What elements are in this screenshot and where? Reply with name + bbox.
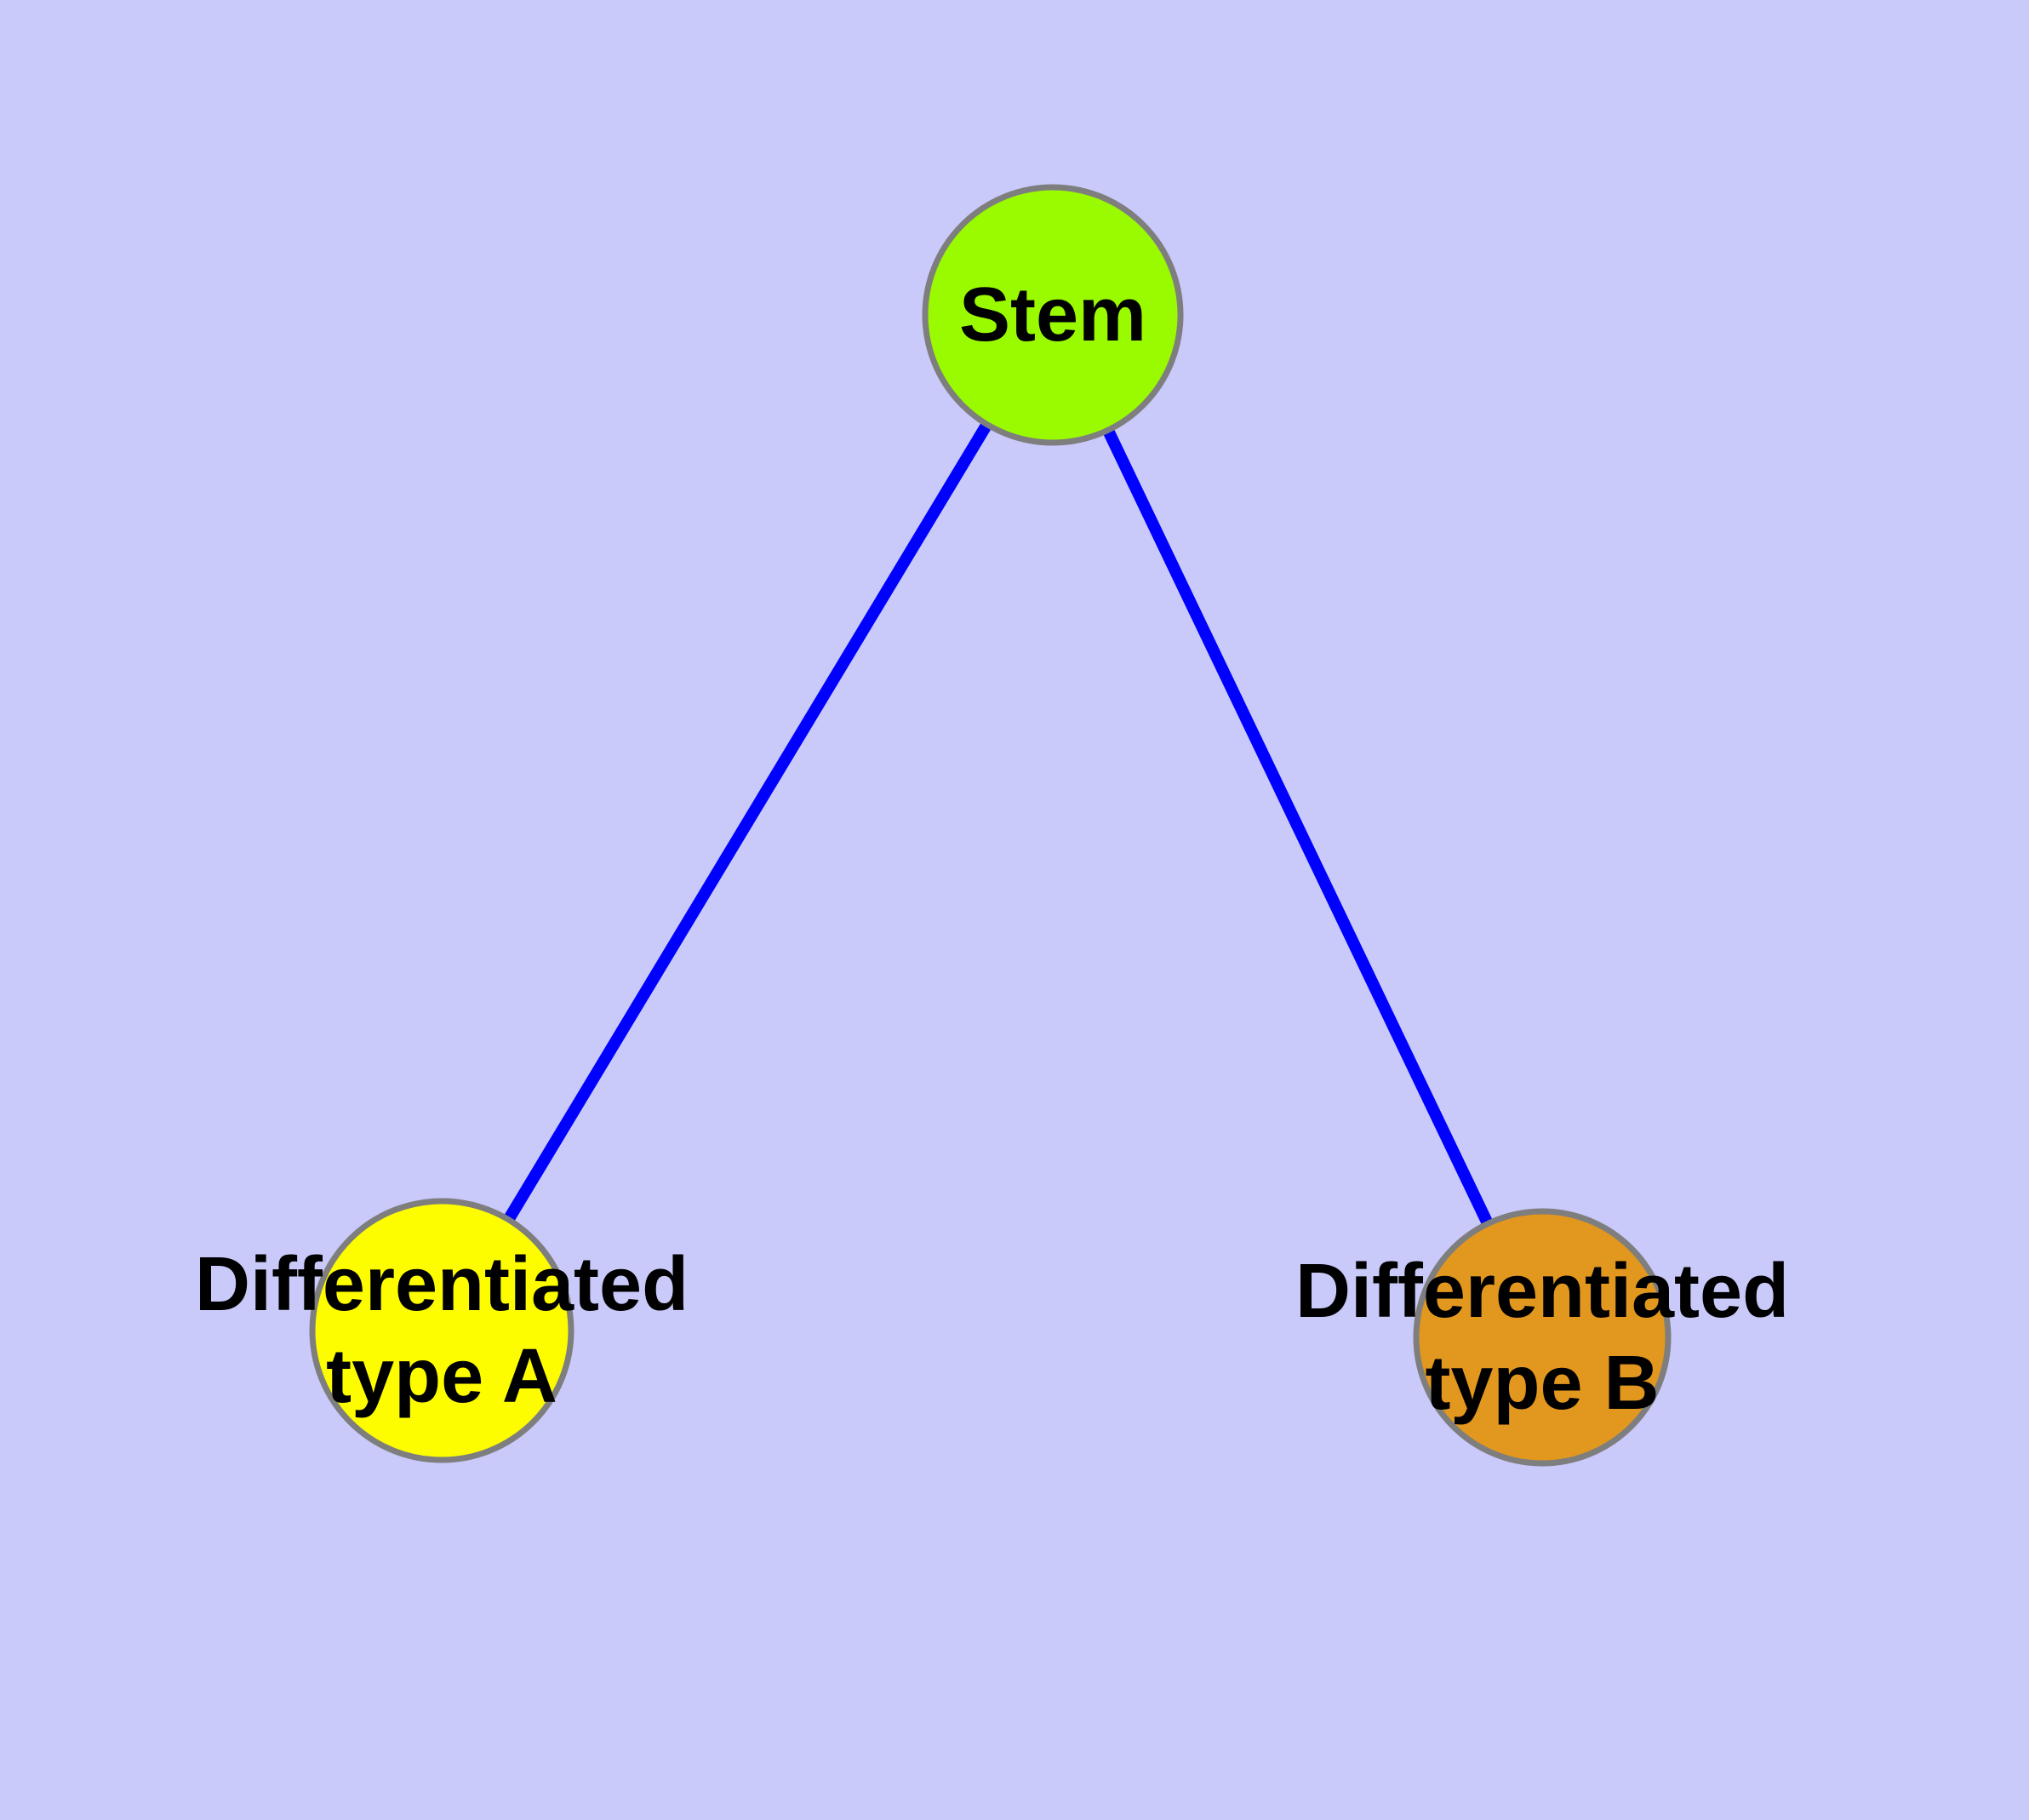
node-differentiated-type-a <box>309 1198 574 1463</box>
label-line-1: Differentiated <box>194 1242 689 1327</box>
label-line-1: Stem <box>958 272 1147 358</box>
node-stem <box>922 184 1184 446</box>
label-line-1: Differentiated <box>1295 1249 1790 1334</box>
label-line-2: type B <box>1425 1341 1660 1426</box>
label-line-2: type A <box>326 1334 557 1419</box>
edge-stem-to-type-b <box>1047 312 1548 1341</box>
node-label-differentiated-type-b: Differentiated type B <box>1295 1245 1789 1429</box>
node-label-stem: Stem <box>959 269 1146 361</box>
edge-stem-to-type-a <box>437 312 1058 1334</box>
node-label-differentiated-type-a: Differentiated type A <box>195 1239 689 1422</box>
node-differentiated-type-b <box>1413 1208 1672 1467</box>
